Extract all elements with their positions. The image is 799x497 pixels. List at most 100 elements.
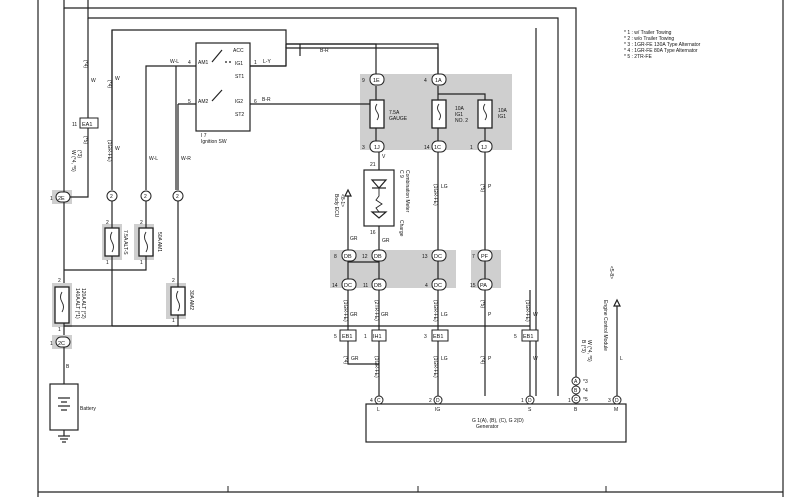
svg-text:4: 4 — [425, 283, 428, 289]
svg-text:3: 3 — [608, 398, 611, 404]
svg-text:11: 11 — [363, 283, 368, 289]
svg-text:1: 1 — [521, 398, 524, 404]
svg-text:C: C — [377, 398, 381, 404]
wire-top-inner — [87, 0, 559, 396]
generator-name: Generator — [476, 424, 499, 430]
svg-text:5: 5 — [514, 334, 517, 340]
svg-text:GR: GR — [350, 236, 358, 242]
svg-text:2: 2 — [172, 278, 175, 284]
svg-text:2: 2 — [176, 194, 179, 200]
svg-text:DB: DB — [344, 254, 352, 260]
svg-text:7.5A ALT-S: 7.5A ALT-S — [122, 230, 128, 255]
svg-text:2C: 2C — [58, 341, 65, 347]
svg-text:IG2: IG2 — [235, 99, 243, 105]
svg-text:W: W — [115, 76, 120, 82]
connectors-row1: 1E 9 1A 4 1J 3 1C 14 1J 1 — [362, 73, 493, 153]
svg-text:W-R: W-R — [181, 156, 191, 162]
svg-text:15: 15 — [470, 283, 476, 289]
svg-text:DC: DC — [434, 283, 442, 289]
svg-text:4: 4 — [424, 78, 427, 84]
svg-text:(1GR-FE): (1GR-FE) — [342, 300, 348, 322]
svg-text:Charge: Charge — [398, 220, 404, 237]
svg-text:GR: GR — [350, 312, 358, 318]
fuse-ign1: 10A IG1 — [477, 99, 508, 129]
svg-text:5: 5 — [188, 99, 191, 105]
svg-text:W: W — [115, 146, 120, 152]
svg-text:21: 21 — [370, 162, 376, 168]
battery: Battery — [49, 383, 96, 443]
svg-text:Body ECU: Body ECU — [333, 194, 339, 218]
svg-text:EB1: EB1 — [523, 334, 533, 340]
svg-text:1A: 1A — [435, 78, 442, 84]
wire-top-outer — [63, 0, 577, 396]
svg-text:2: 2 — [58, 278, 61, 284]
svg-text:L-Y: L-Y — [263, 59, 271, 65]
svg-text:AM2: AM2 — [198, 99, 209, 105]
combination-meter: 21 16 C 9 Combination Meter Charge — [363, 162, 410, 237]
svg-text:EB1: EB1 — [342, 334, 352, 340]
svg-text:1C: 1C — [434, 145, 441, 151]
note-3: * 3 : 1GR-FE 130A Type Alternator — [624, 42, 701, 48]
svg-text:2: 2 — [106, 220, 109, 226]
svg-text:EB1: EB1 — [433, 334, 443, 340]
svg-text:1: 1 — [172, 318, 175, 324]
svg-text:A: A — [574, 379, 578, 385]
variant-selector: A *3 B *4 C *5 — [571, 376, 588, 404]
connectors-row2: DB 8 DB 12 DC 13 PF 7 DC 14 DB 11 DC 4 P… — [332, 249, 493, 291]
svg-text:(*4): (*4) — [106, 80, 112, 88]
svg-text:DB: DB — [374, 254, 382, 260]
svg-text:L: L — [620, 356, 623, 362]
engine-control-module: Engine Control Module <5-8> L — [602, 266, 623, 396]
svg-text:M: M — [614, 407, 618, 413]
svg-text:7: 7 — [472, 254, 475, 260]
svg-text:9: 9 — [362, 78, 365, 84]
svg-text:IG1: IG1 — [498, 114, 506, 120]
svg-text:8: 8 — [334, 254, 337, 260]
svg-text:D: D — [436, 398, 440, 404]
connector-2e: 2E 1 — [50, 191, 71, 203]
svg-text:IG: IG — [435, 407, 440, 413]
svg-text:3: 3 — [424, 334, 427, 340]
generator-pin-ig: D 2 IG — [429, 395, 443, 413]
svg-text:ACC: ACC — [233, 48, 244, 54]
svg-text:1: 1 — [50, 196, 53, 202]
svg-text:1: 1 — [50, 341, 53, 347]
svg-text:C 9: C 9 — [398, 170, 404, 178]
svg-text:1: 1 — [254, 60, 257, 66]
svg-text:IG1: IG1 — [235, 61, 243, 67]
svg-text:6: 6 — [254, 99, 257, 105]
svg-text:B-R: B-R — [262, 97, 271, 103]
svg-text:10A: 10A — [498, 108, 508, 114]
fuse-am2: 30A AM2 — [170, 286, 194, 316]
svg-text:*5: *5 — [583, 397, 588, 403]
generator-ref: G 1(A), (B), (C), G 2(D) — [472, 418, 524, 424]
switch-ref: I 7 — [201, 133, 207, 139]
svg-text:(*5): (*5) — [82, 136, 88, 144]
svg-text:NO. 2: NO. 2 — [455, 118, 468, 124]
svg-text:3: 3 — [362, 145, 365, 151]
svg-text:W (*4, *5): W (*4, *5) — [70, 150, 76, 172]
svg-text:12: 12 — [362, 254, 368, 260]
fuse-gauge: 7.5A GAUGE — [369, 99, 408, 129]
ignition-switch: ACC AM1 IG1 ST1 AM2 IG2 ST2 4 5 1 6 I 7 … — [188, 42, 257, 145]
connectors-row3: EB1 5 IH1 1 EB1 3 EB1 5 — [334, 329, 539, 342]
svg-text:PF: PF — [481, 254, 489, 260]
svg-text:GR: GR — [382, 238, 390, 244]
note-5: * 5 : 2TR-FE — [624, 54, 652, 60]
svg-text:D: D — [528, 398, 532, 404]
connector-2c: 2C 1 — [50, 336, 71, 348]
svg-text:C: C — [574, 397, 578, 403]
svg-text:B (*3): B (*3) — [580, 340, 586, 353]
svg-text:GR: GR — [351, 356, 359, 362]
fuse-ign-no2: 10A IG1 NO. 2 — [431, 99, 468, 129]
svg-text:11: 11 — [72, 122, 77, 128]
svg-text:GR: GR — [381, 312, 389, 318]
svg-text:120A ALT (*2): 120A ALT (*2) — [80, 288, 86, 319]
svg-text:1: 1 — [106, 260, 109, 266]
svg-text:B: B — [574, 407, 578, 413]
fuse-am1: 50A AM1 — [138, 227, 162, 257]
svg-text:<5-8>: <5-8> — [608, 266, 614, 279]
svg-text:ST2: ST2 — [235, 112, 244, 118]
svg-text:13: 13 — [422, 254, 428, 260]
svg-text:IH1: IH1 — [373, 334, 382, 340]
